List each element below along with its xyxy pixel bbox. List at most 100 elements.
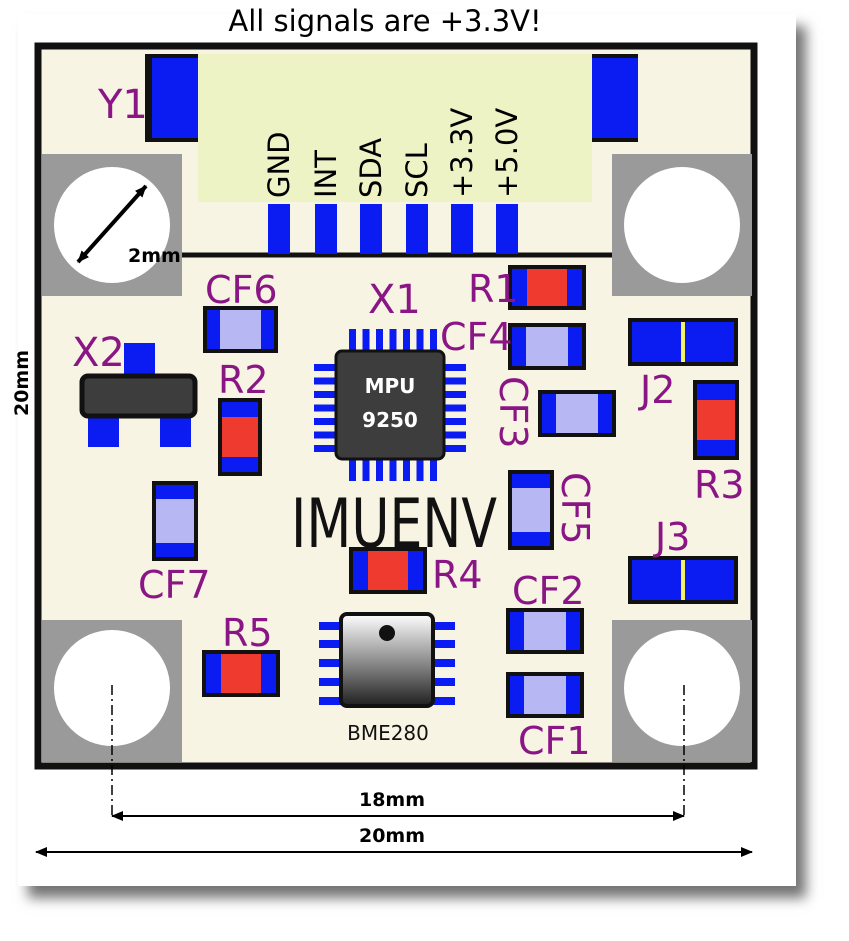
chip-pin <box>444 418 466 425</box>
chip-pin <box>444 445 466 452</box>
chip-pin <box>314 364 336 371</box>
component-cf7: CF7 <box>138 481 211 607</box>
component-r5: R5 <box>202 611 280 697</box>
component-cf6: CF6 <box>203 268 278 353</box>
chip-pin <box>389 459 397 481</box>
ref-r1: R1 <box>468 267 519 311</box>
component-cf1: CF1 <box>506 672 591 763</box>
chip-pin <box>444 364 466 371</box>
ref-r2: R2 <box>218 358 269 402</box>
connector-pin-pad-int <box>315 204 337 254</box>
connector-pin-pad-gnd <box>268 204 290 254</box>
ref-cf7: CF7 <box>138 563 211 607</box>
ref-r3: R3 <box>694 463 745 507</box>
chip-pin <box>416 329 424 351</box>
chip-pin <box>314 404 336 412</box>
chip-pin <box>314 377 336 385</box>
component-r1: R1 <box>468 265 586 311</box>
chip-pin <box>430 459 437 481</box>
component-j3: J3 <box>628 515 738 604</box>
sensor-pin <box>319 622 341 630</box>
mounting-hole-bottom-right <box>612 620 752 762</box>
chip-pin <box>362 329 370 351</box>
header-note: All signals are +3.3V! <box>228 4 541 38</box>
hole-spacing-label: 18mm <box>359 789 425 811</box>
ref-cf3: CF3 <box>491 376 535 449</box>
component-cf4: CF4 <box>440 315 586 370</box>
component-cf5: CF5 <box>508 470 597 550</box>
sensor-label: BME280 <box>347 721 429 745</box>
chip-body <box>334 349 446 461</box>
connector-pin-pad-3-3v <box>451 204 473 254</box>
chip-pin <box>444 391 466 398</box>
component-cf3: CF3 <box>491 376 616 449</box>
chip-pin <box>389 329 397 351</box>
component-j2: J2 <box>628 318 738 412</box>
sensor-pin <box>433 697 455 705</box>
sensor-pin <box>433 678 455 686</box>
connector-y1: GND INT SDA SCL +3.3V +5.0V Y1 <box>97 54 638 258</box>
sensor-bme280: BME280 <box>319 612 455 745</box>
connector-pin-label-scl: SCL <box>400 143 434 198</box>
chip-label-line2: 9250 <box>362 408 418 432</box>
board-width-label: 20mm <box>359 825 425 847</box>
chip-pin <box>314 418 336 425</box>
ref-r4: R4 <box>432 553 483 597</box>
component-r4: R4 <box>349 547 483 597</box>
sensor-pin <box>433 640 455 648</box>
chip-pin <box>314 445 336 452</box>
sensor-pin <box>433 622 455 630</box>
board-height-label: 20mm <box>11 350 33 416</box>
connector-pin-label-3-3v: +3.3V <box>445 108 479 198</box>
ref-cf5: CF5 <box>553 472 597 545</box>
connector-mount-pad-left <box>152 58 198 138</box>
chip-pin <box>403 459 410 481</box>
connector-pin-label-gnd: GND <box>262 132 296 199</box>
sensor-body <box>339 612 435 708</box>
chip-pin <box>349 459 356 481</box>
ref-cf2: CF2 <box>512 569 585 613</box>
chip-label-line1: MPU <box>365 374 416 398</box>
chip-pin <box>444 377 466 385</box>
connector-body <box>198 54 592 202</box>
connector-mount-pad-right <box>592 58 638 138</box>
sensor-pin <box>319 697 341 705</box>
transistor-x2: X2 <box>72 330 198 447</box>
chip-pin <box>376 329 383 351</box>
sensor-pin <box>319 640 341 648</box>
ref-cf1: CF1 <box>518 719 591 763</box>
chip-x1: MPU 9250 X1 <box>314 277 466 481</box>
chip-pin <box>444 431 466 439</box>
component-cf2: CF2 <box>506 569 585 654</box>
connector-pin-pad-scl <box>406 204 428 254</box>
connector-pin-label-5-0v: +5.0V <box>490 108 524 198</box>
chip-pin <box>349 329 356 351</box>
ref-j2: J2 <box>638 368 675 412</box>
connector-pin-pad-sda <box>360 204 382 254</box>
component-r2: R2 <box>218 358 269 476</box>
chip-pin <box>362 459 370 481</box>
chip-pin <box>376 459 383 481</box>
connector-pin-pad-5-0v <box>496 204 518 254</box>
chip-pin <box>314 431 336 439</box>
ref-y1: Y1 <box>97 82 148 128</box>
chip-pin <box>416 459 424 481</box>
hole-diameter-label: 2mm <box>128 245 181 267</box>
sensor-pin <box>433 659 455 667</box>
ref-x1: X1 <box>368 277 421 323</box>
mounting-hole-top-right <box>612 154 752 296</box>
sensor-pin <box>319 678 341 686</box>
component-r3: R3 <box>693 380 745 507</box>
connector-pin-label-sda: SDA <box>354 138 388 198</box>
ref-j3: J3 <box>653 515 690 559</box>
chip-pin <box>430 329 437 351</box>
chip-pin <box>444 404 466 412</box>
hole-diameter-arrow <box>76 184 148 264</box>
connector-pin-label-int: INT <box>309 150 343 198</box>
ref-r5: R5 <box>222 611 273 655</box>
ref-cf6: CF6 <box>205 268 278 312</box>
chip-pin <box>403 329 410 351</box>
ref-cf4: CF4 <box>440 315 513 359</box>
chip-pin <box>314 391 336 398</box>
